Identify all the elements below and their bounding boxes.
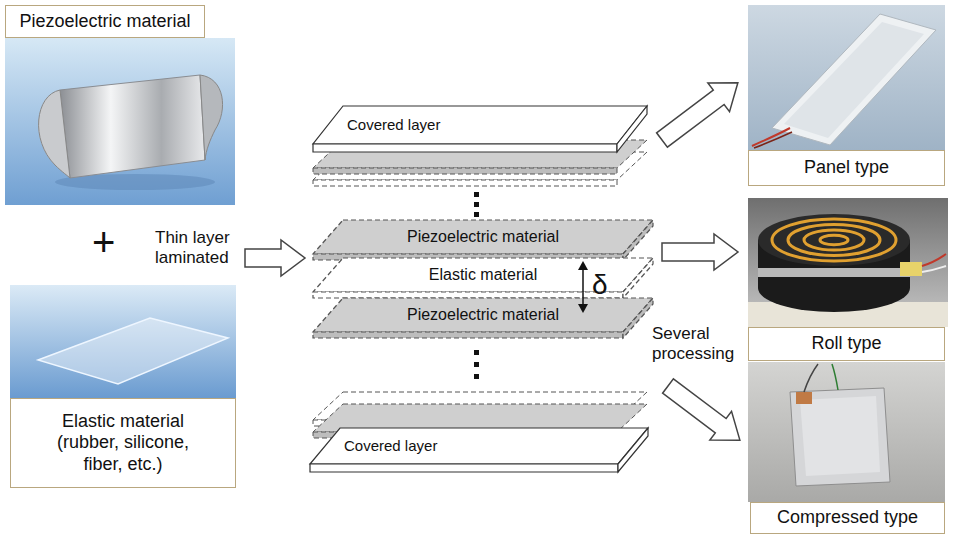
elastic-sheet-photo	[10, 285, 236, 398]
piezoelectric-layer: Piezoelectric material	[313, 298, 653, 338]
type-label: Panel type	[748, 150, 945, 186]
covered-layer-face	[313, 144, 617, 152]
piezoelectric-layer-face	[623, 298, 653, 338]
material-label: Elastic material (rubber, silicone, fibe…	[10, 398, 236, 488]
process-arrows	[651, 68, 751, 454]
material-label: Piezoelectric material	[5, 5, 205, 38]
piezoelectric-layer-face	[623, 220, 653, 260]
caption-text: Panel type	[804, 157, 889, 179]
panel-photo	[748, 5, 945, 150]
caption-text: Compressed type	[777, 507, 918, 529]
roll-photo	[758, 214, 910, 266]
compressed-photo	[748, 362, 945, 502]
roll-photo	[804, 230, 864, 250]
roll-photo	[772, 219, 896, 261]
panel-photo	[752, 128, 790, 146]
type-label: Compressed type	[750, 502, 945, 534]
piezo-film-photo	[5, 38, 235, 205]
process-arrows	[662, 234, 738, 270]
panel-photo	[748, 5, 945, 150]
roll-photo	[900, 262, 922, 276]
plus-sign: +	[92, 218, 132, 266]
continuation-dots	[474, 192, 479, 197]
elastic-sheet-photo	[38, 318, 228, 384]
extra-layers	[313, 180, 617, 186]
continuation-dots	[474, 202, 479, 207]
covered-layer-face	[617, 106, 647, 152]
covered-layer-face	[313, 106, 647, 144]
covered-layer-face	[310, 428, 648, 464]
step-note: Several processing	[652, 324, 744, 365]
elastic-sheet-photo	[10, 285, 236, 398]
compressed-photo	[790, 388, 890, 486]
process-arrows	[657, 372, 751, 455]
roll-photo	[788, 225, 880, 256]
continuation-dots	[474, 362, 479, 367]
layer-name: Piezoelectric material	[407, 227, 559, 246]
layer-name: Covered layer	[347, 116, 440, 134]
layer-name: Covered layer	[344, 437, 437, 455]
compressed-photo	[832, 364, 838, 390]
layer-name: Piezoelectric material	[407, 305, 559, 324]
elastic-layer-face	[623, 258, 653, 298]
roll-photo	[758, 268, 910, 277]
gap-symbol: δ	[592, 268, 622, 302]
continuation-dots	[474, 374, 479, 379]
caption-text: Roll type	[811, 333, 881, 355]
step-note: Thin layer laminated	[155, 228, 241, 269]
piezo-film-photo	[5, 38, 235, 205]
panel-photo	[754, 132, 792, 148]
roll-photo	[748, 198, 948, 327]
layer-name: Elastic material	[429, 265, 537, 284]
plus-arrow	[245, 240, 305, 276]
covered-layer-face	[310, 464, 618, 472]
covered-layer-face	[618, 428, 648, 472]
piezoelectric-layer: Piezoelectric material	[313, 220, 653, 260]
caption-text: Piezoelectric material	[19, 11, 190, 33]
piezoelectric-layer-face	[313, 298, 653, 332]
roll-photo	[922, 254, 946, 266]
compressed-photo	[804, 364, 818, 392]
continuation-dots	[474, 212, 479, 217]
covered-layer: Covered layer	[313, 106, 647, 152]
continuation-dots	[474, 350, 479, 355]
extra-layers	[313, 168, 617, 174]
caption-text: Elastic material (rubber, silicone, fibe…	[41, 411, 206, 476]
plus-arrow	[245, 240, 305, 276]
extra-layers	[313, 140, 647, 168]
piezo-film-photo	[200, 75, 223, 160]
piezoelectric-layer-face	[313, 332, 623, 338]
compressed-photo	[796, 392, 812, 404]
piezo-film-photo	[60, 75, 205, 178]
panel-photo	[772, 14, 936, 145]
compressed-photo	[800, 396, 880, 476]
piezo-film-photo	[39, 90, 70, 178]
elastic-layer-face	[313, 292, 623, 298]
type-label: Roll type	[748, 327, 945, 361]
roll-photo	[748, 198, 948, 327]
covered-layer: Covered layer	[310, 428, 648, 472]
roll-photo	[820, 235, 848, 244]
roll-photo	[922, 266, 946, 272]
panel-photo	[784, 22, 924, 138]
process-arrows	[651, 68, 749, 154]
compressed-photo	[748, 362, 945, 502]
piezoelectric-layer-face	[313, 220, 653, 254]
